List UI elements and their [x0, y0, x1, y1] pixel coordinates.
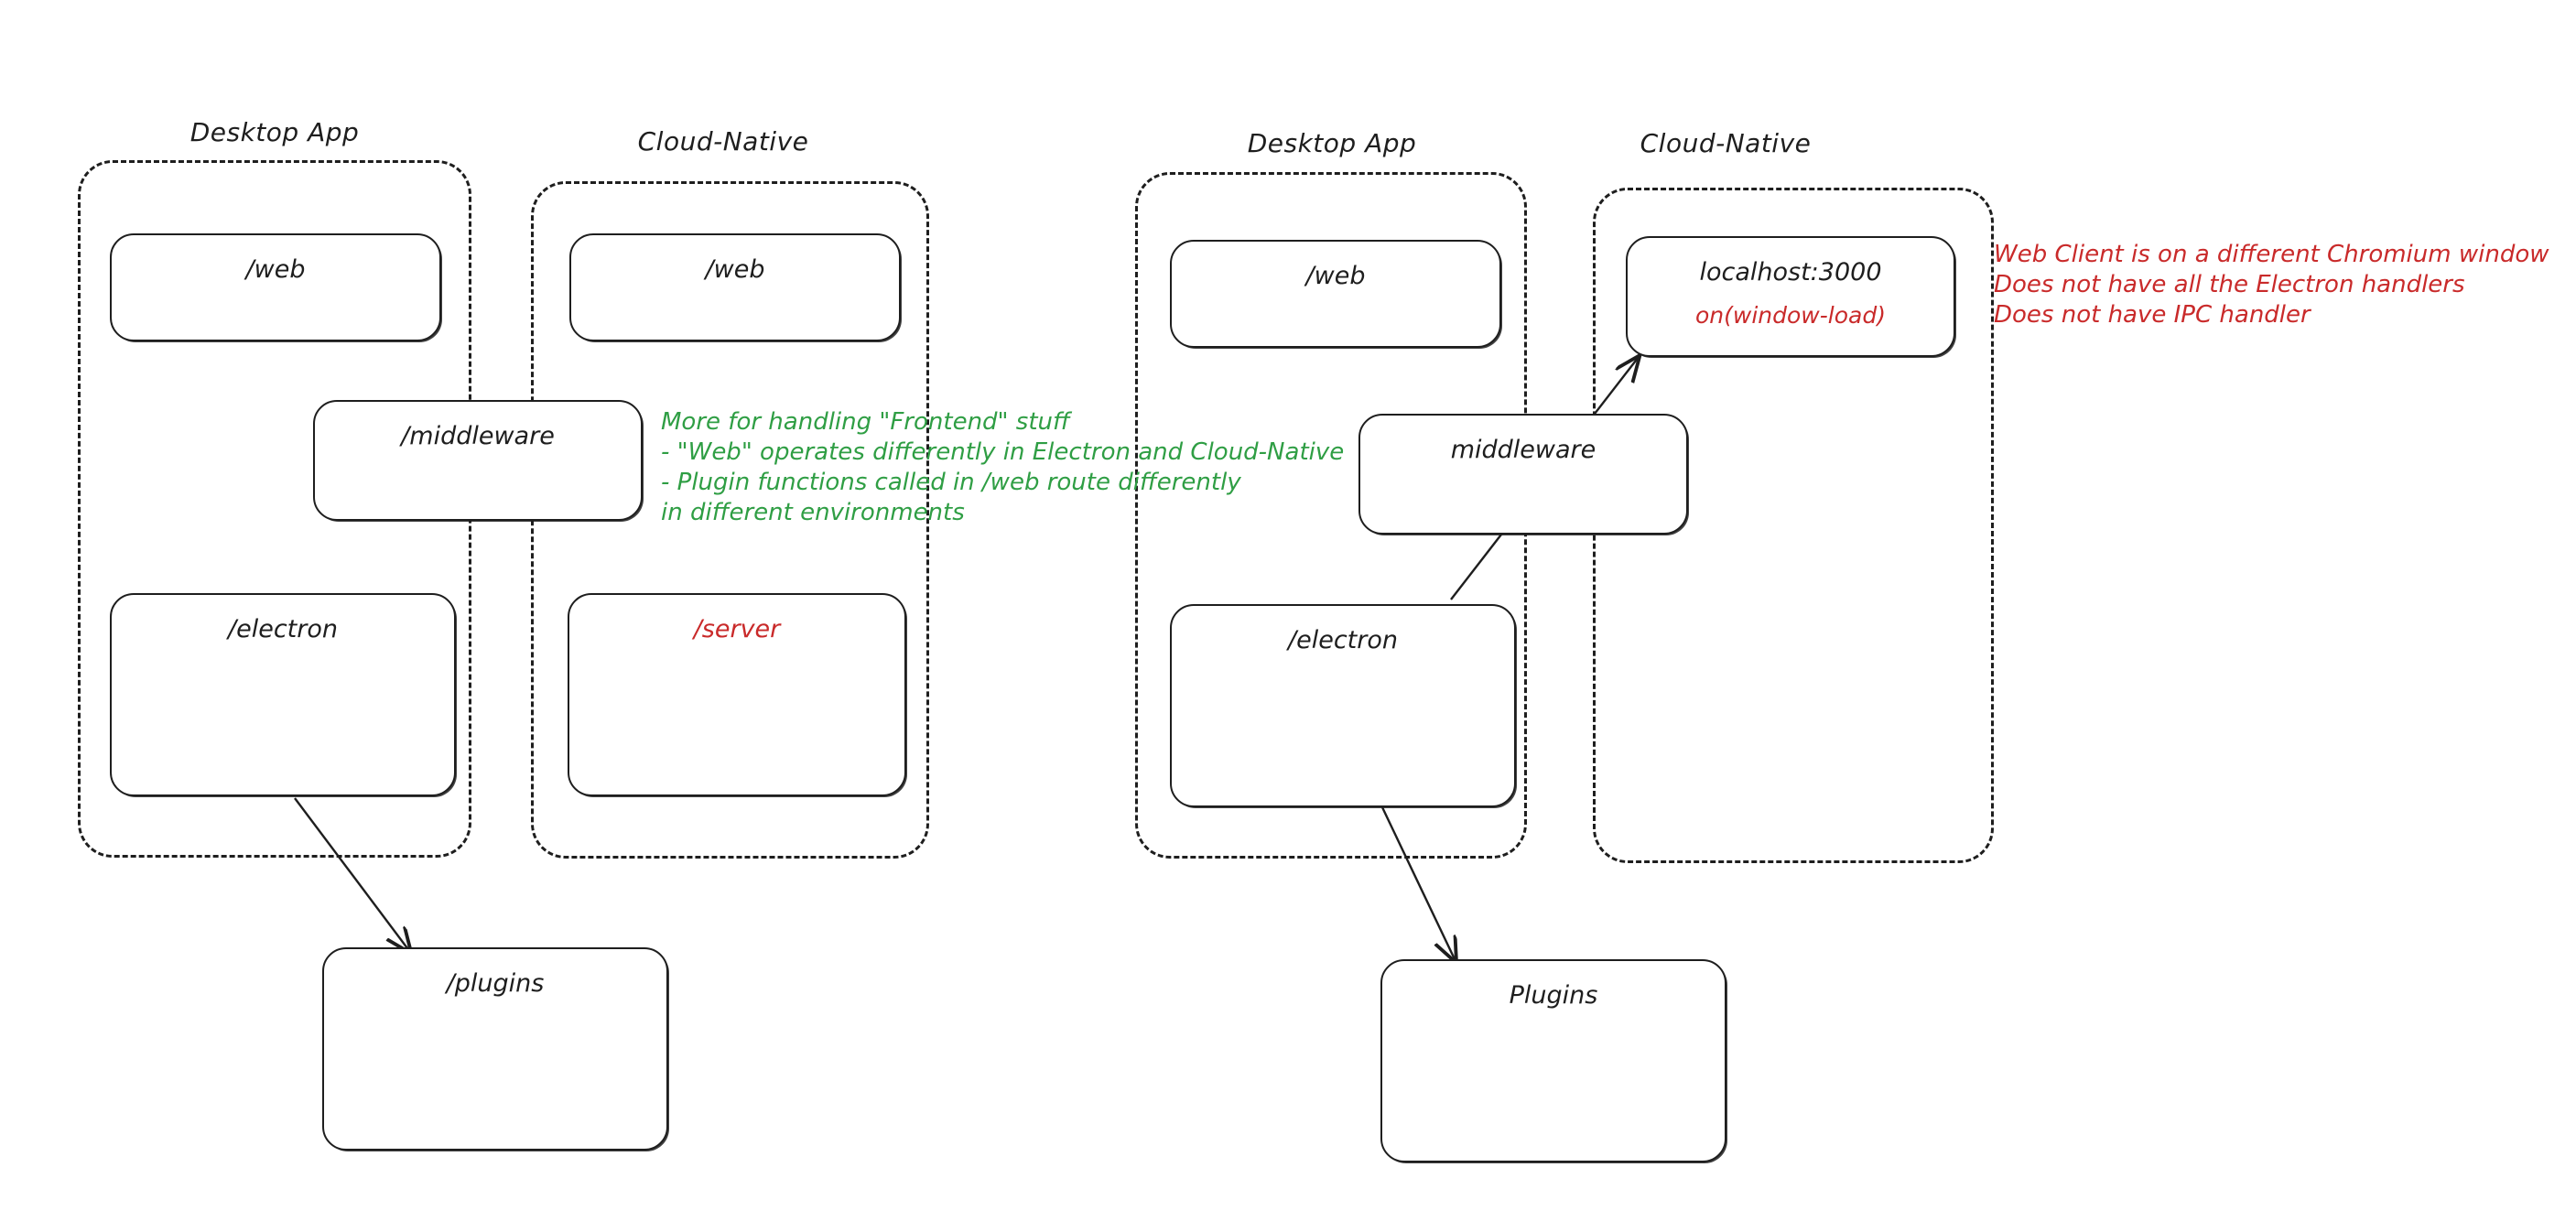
- node-title-electron: /electron: [1288, 626, 1398, 654]
- node-title-web: /web: [1305, 262, 1366, 290]
- green-note: More for handling "Frontend" stuff - "We…: [661, 408, 1345, 526]
- node-title-web: /web: [245, 255, 306, 284]
- node-title-electron: /electron: [228, 615, 338, 643]
- node-web[interactable]: /web: [569, 233, 901, 341]
- group-label-cloud-native: Cloud-Native: [1640, 128, 1812, 158]
- node-subtitle-localhost-3000: on(window-load): [1695, 302, 1886, 329]
- node-middleware[interactable]: /middleware: [313, 400, 643, 521]
- node-title-middleware: /middleware: [401, 422, 555, 450]
- group-label-desktop-app: Desktop App: [1247, 128, 1417, 158]
- node-localhost-3000[interactable]: localhost:3000 on(window-load): [1626, 236, 1955, 357]
- node-title-plugins: Plugins: [1509, 981, 1598, 1010]
- node-electron[interactable]: /electron: [1170, 604, 1516, 807]
- node-plugins[interactable]: Plugins: [1380, 959, 1726, 1162]
- node-title-web: /web: [705, 255, 765, 284]
- node-web[interactable]: /web: [110, 233, 441, 341]
- node-server[interactable]: /server: [568, 593, 906, 796]
- group-label-desktop-app: Desktop App: [189, 117, 360, 147]
- node-web[interactable]: /web: [1170, 240, 1501, 348]
- node-title-server: /server: [693, 615, 781, 643]
- node-title-plugins: /plugins: [446, 969, 545, 998]
- node-plugins[interactable]: /plugins: [322, 947, 668, 1151]
- node-title-middleware: middleware: [1450, 436, 1596, 464]
- red-note: Web Client is on a different Chromium wi…: [1994, 241, 2549, 329]
- group-label-cloud-native: Cloud-Native: [637, 126, 809, 157]
- node-middleware[interactable]: middleware: [1358, 414, 1688, 535]
- node-title-localhost-3000: localhost:3000: [1699, 258, 1882, 286]
- node-electron[interactable]: /electron: [110, 593, 456, 796]
